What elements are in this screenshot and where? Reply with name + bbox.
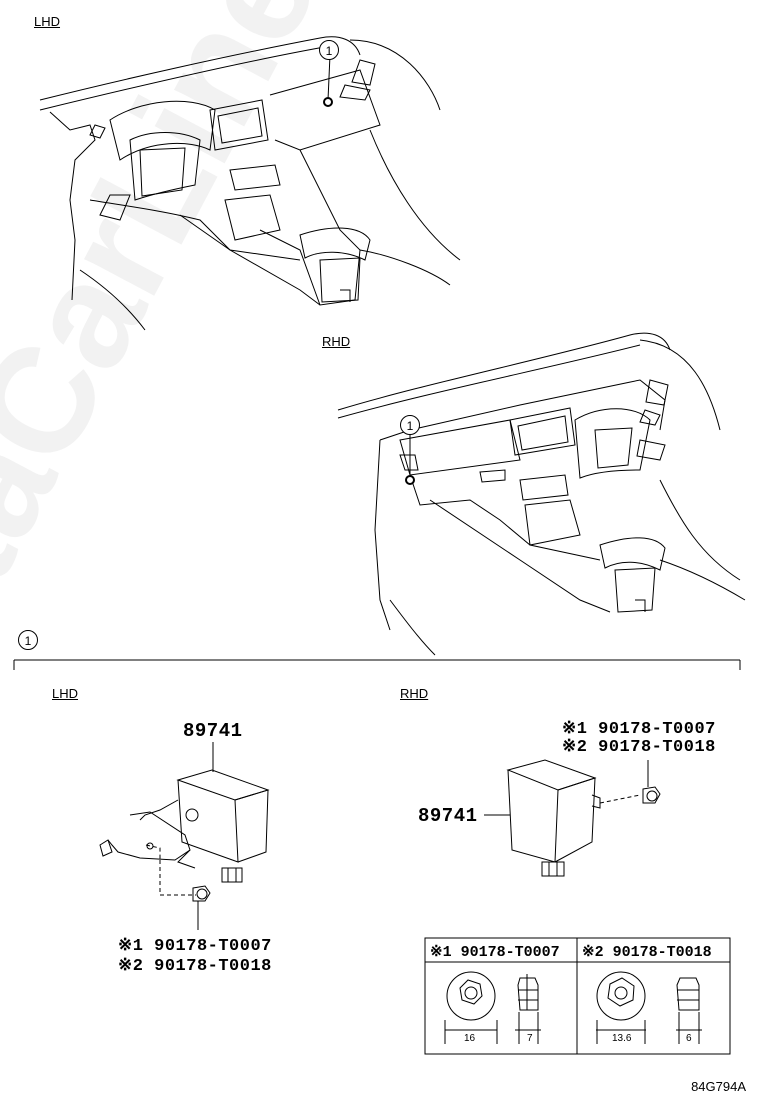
rhd-bolt-2: ※2 90178-T0018 bbox=[562, 738, 716, 757]
dim-13-6: 13.6 bbox=[612, 1033, 632, 1044]
rhd-bolt-1: ※1 90178-T0007 bbox=[562, 720, 716, 739]
table-header-1: ※1 90178-T0007 bbox=[430, 944, 560, 961]
lhd-part-number: 89741 bbox=[183, 720, 243, 742]
fastener-table-lines bbox=[424, 937, 731, 1055]
lhd-bolt-2: ※2 90178-T0018 bbox=[118, 957, 272, 976]
lhd-dashboard-drawing bbox=[39, 36, 461, 331]
drawing-code: 84G794A bbox=[691, 1079, 746, 1094]
callout-1-lhd: 1 bbox=[319, 40, 339, 60]
lhd-view-label: LHD bbox=[34, 14, 61, 29]
table-header-2: ※2 90178-T0018 bbox=[582, 944, 712, 961]
rhd-part-number: 89741 bbox=[418, 805, 478, 827]
dim-7: 7 bbox=[527, 1033, 533, 1044]
rhd-module-drawing bbox=[484, 759, 661, 877]
dim-6: 6 bbox=[686, 1033, 692, 1044]
lhd-module-drawing bbox=[99, 742, 270, 930]
rhd-view-label: RHD bbox=[322, 334, 351, 349]
rhd-dashboard-drawing bbox=[337, 332, 746, 656]
lhd-bolt-1: ※1 90178-T0007 bbox=[118, 937, 272, 956]
detail-callout-1: 1 bbox=[18, 630, 38, 650]
callout-1-rhd: 1 bbox=[400, 415, 420, 435]
detail-rhd-label: RHD bbox=[400, 686, 429, 701]
detail-lhd-label: LHD bbox=[52, 686, 79, 701]
dim-16: 16 bbox=[464, 1033, 476, 1044]
detail-frame bbox=[13, 659, 741, 670]
